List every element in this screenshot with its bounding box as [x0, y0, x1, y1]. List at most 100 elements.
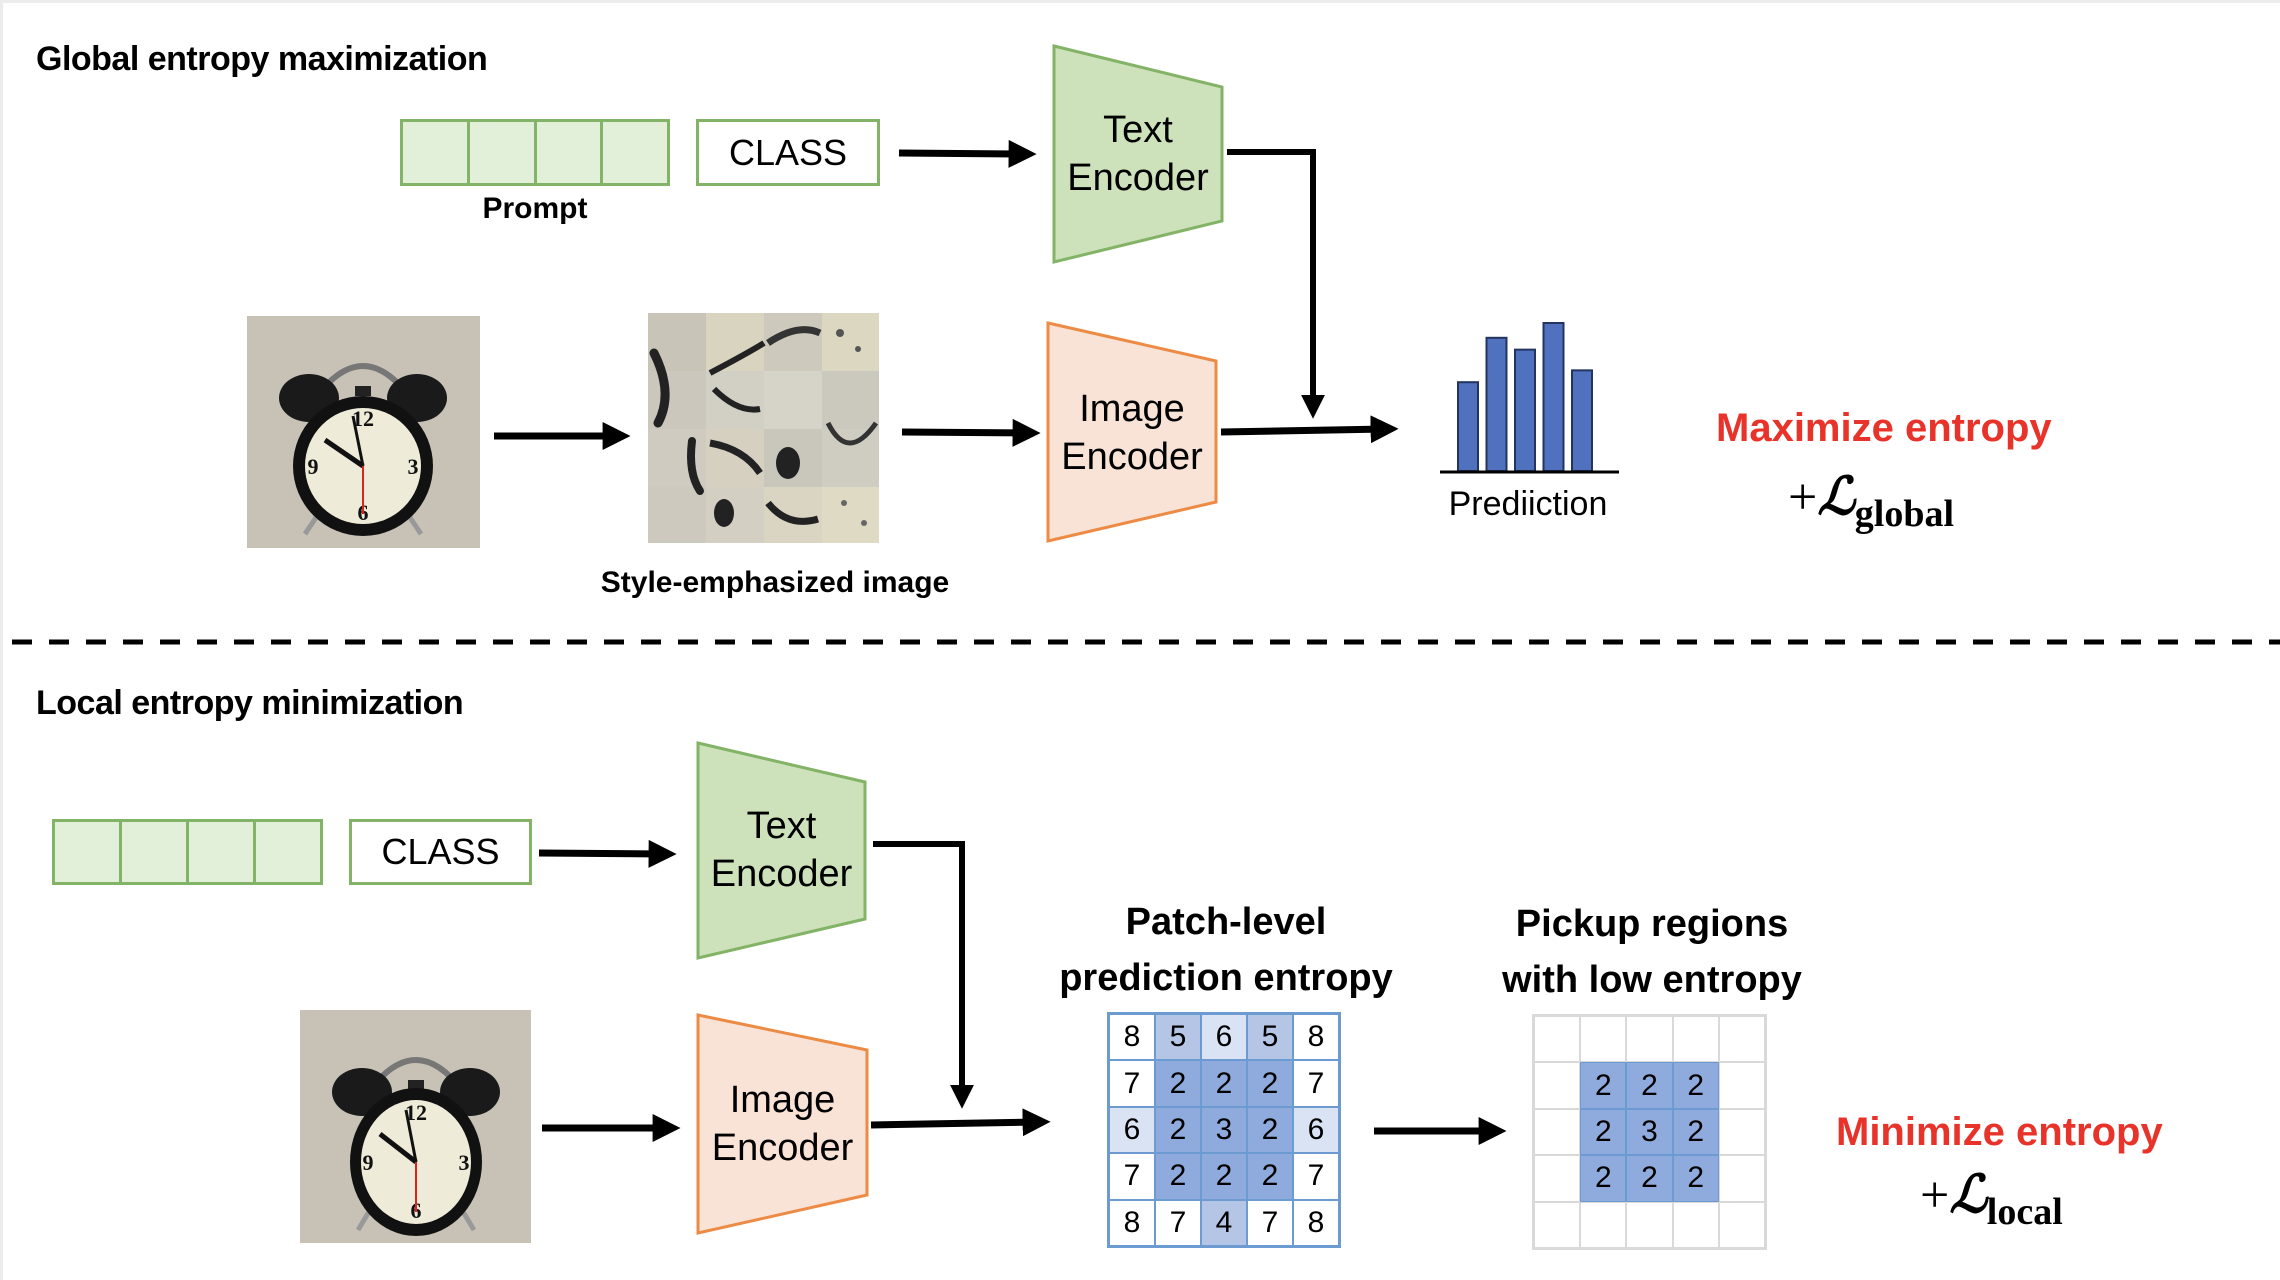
- pickup-cell-r2-c1: 2: [1580, 1108, 1627, 1156]
- prompt-tokens-top: [400, 119, 670, 186]
- pickup-cell-r4-c3: [1672, 1201, 1719, 1248]
- patch-cell-r3-c0: 7: [1109, 1153, 1155, 1200]
- patch-cell-r0-c0: 8: [1109, 1014, 1155, 1061]
- class-token-bottom: CLASS: [349, 819, 532, 885]
- arrow-text-encoder-to-fusion-bottom: [873, 841, 974, 1109]
- arrow-text-encoder-to-fusion-top: [1227, 149, 1325, 419]
- pickup-cell-r1-c3: 2: [1672, 1062, 1719, 1109]
- pickup-cell-r4-c4: [1718, 1201, 1765, 1248]
- pickup-cell-r3-c4: [1718, 1155, 1765, 1202]
- pickup-cell-r0-c4: [1718, 1016, 1765, 1063]
- section-divider: [12, 639, 2280, 645]
- pickup-cell-r3-c3: 2: [1672, 1155, 1719, 1202]
- prediction-label: Prediiction: [1448, 485, 1608, 523]
- patch-cell-r0-c3: 5: [1247, 1014, 1293, 1061]
- patch-cell-r0-c4: 8: [1293, 1014, 1339, 1061]
- input-image-clock-top: 12 6 3 9: [247, 316, 480, 548]
- pickup-cell-r3-c1: 2: [1580, 1155, 1627, 1202]
- image-encoder-label-line1: Image: [729, 1079, 836, 1121]
- patch-cell-r3-c1: 2: [1155, 1153, 1201, 1200]
- prediction-bar-chart: [1440, 322, 1619, 474]
- arrow-style-to-image-encoder: [901, 418, 1041, 447]
- image-encoder-top-label: Image Encoder: [1048, 385, 1216, 481]
- patch-cell-r4-c2: 4: [1201, 1199, 1247, 1246]
- text-encoder-label-line1: Text: [746, 805, 817, 847]
- prompt-token: [470, 122, 537, 183]
- patch-cell-r4-c4: 8: [1293, 1199, 1339, 1246]
- pickup-cell-r1-c0: [1534, 1062, 1581, 1109]
- image-encoder-bottom: [696, 1013, 869, 1235]
- pickup-cell-r4-c0: [1534, 1201, 1581, 1248]
- image-encoder-bottom-label: Image Encoder: [698, 1076, 867, 1172]
- image-encoder-top: [1046, 321, 1218, 543]
- svg-text:3: 3: [459, 1150, 470, 1175]
- svg-text:12: 12: [405, 1100, 427, 1125]
- prompt-token: [537, 122, 604, 183]
- patch-cell-r4-c1: 7: [1155, 1199, 1201, 1246]
- text-encoder-top-label: Text Encoder: [1054, 106, 1222, 202]
- loss-subscript: local: [1986, 1191, 2063, 1233]
- pickup-cell-r0-c1: [1580, 1016, 1627, 1063]
- local-section-title: Local entropy minimization: [36, 684, 464, 722]
- loss-subscript: global: [1854, 493, 1955, 535]
- text-encoder-top: [1052, 44, 1224, 264]
- pickup-cell-r2-c3: 2: [1672, 1108, 1719, 1156]
- arrow-class-to-text-encoder-bottom: [538, 839, 677, 868]
- prompt-label: Prompt: [482, 192, 588, 225]
- patch-cell-r4-c3: 7: [1247, 1199, 1293, 1246]
- pickup-cell-r1-c4: [1718, 1062, 1765, 1109]
- patch-cell-r3-c4: 7: [1293, 1153, 1339, 1200]
- alarm-clock-icon: 12 6 3 9: [300, 1010, 531, 1243]
- style-emphasized-image: [648, 313, 879, 543]
- text-encoder-label-line2: Encoder: [710, 853, 853, 895]
- class-token-top: CLASS: [696, 119, 880, 186]
- prompt-token: [189, 822, 256, 882]
- global-loss: +ℒglobal: [1788, 466, 1954, 536]
- pickup-cell-r1-c2: 2: [1626, 1062, 1673, 1109]
- loss-symbol: ℒ: [1949, 1164, 1987, 1225]
- text-encoder-bottom: [696, 741, 867, 960]
- pickup-heading-line2: with low entropy: [1502, 959, 1802, 1001]
- pickup-cell-r2-c2: 3: [1626, 1108, 1673, 1156]
- pickup-cell-r2-c4: [1718, 1108, 1765, 1156]
- patch-cell-r1-c1: 2: [1155, 1060, 1201, 1107]
- pickup-cell-r1-c1: 2: [1580, 1062, 1627, 1109]
- pickup-cell-r0-c3: [1672, 1016, 1719, 1063]
- pickup-heading-line1: Pickup regions: [1515, 903, 1789, 945]
- patch-heading-line1: Patch-level: [1125, 901, 1327, 943]
- svg-text:9: 9: [308, 454, 319, 479]
- prompt-tokens-bottom: [52, 819, 323, 885]
- local-loss: +ℒlocal: [1920, 1164, 2063, 1234]
- alarm-clock-icon: 12 6 3 9: [247, 316, 480, 548]
- pickup-cell-r0-c2: [1626, 1016, 1673, 1063]
- patch-cell-r1-c2: 2: [1201, 1060, 1247, 1107]
- patch-cell-r2-c2: 3: [1201, 1106, 1247, 1154]
- patch-cell-r1-c3: 2: [1247, 1060, 1293, 1107]
- pickup-cell-r4-c1: [1580, 1201, 1627, 1248]
- patch-cell-r2-c1: 2: [1155, 1106, 1201, 1154]
- text-encoder-bottom-label: Text Encoder: [698, 802, 865, 898]
- pickup-cell-r3-c2: 2: [1626, 1155, 1673, 1202]
- patch-cell-r0-c2: 6: [1201, 1014, 1247, 1061]
- patch-cell-r4-c0: 8: [1109, 1199, 1155, 1246]
- prompt-token: [55, 822, 122, 882]
- loss-plus: +: [1920, 1167, 1950, 1224]
- text-encoder-label-line1: Text: [1103, 109, 1173, 151]
- patch-cell-r3-c2: 2: [1201, 1153, 1247, 1200]
- arrow-image-encoder-to-prediction: [1220, 415, 1399, 444]
- input-image-clock-bottom: 12 6 3 9: [300, 1010, 531, 1243]
- image-encoder-label-line1: Image: [1079, 388, 1185, 430]
- global-section-title: Global entropy maximization: [36, 40, 488, 78]
- patch-cell-r2-c0: 6: [1109, 1106, 1155, 1154]
- shuffled-patches-icon: [648, 313, 879, 543]
- svg-text:9: 9: [363, 1150, 374, 1175]
- arrow-class-to-text-encoder-top: [898, 139, 1037, 168]
- maximize-entropy-label: Maximize entropy: [1716, 406, 2052, 450]
- minimize-entropy-label: Minimize entropy: [1836, 1110, 2163, 1154]
- patch-heading-line2: prediction entropy: [1059, 957, 1393, 999]
- pickup-cell-r4-c2: [1626, 1201, 1673, 1248]
